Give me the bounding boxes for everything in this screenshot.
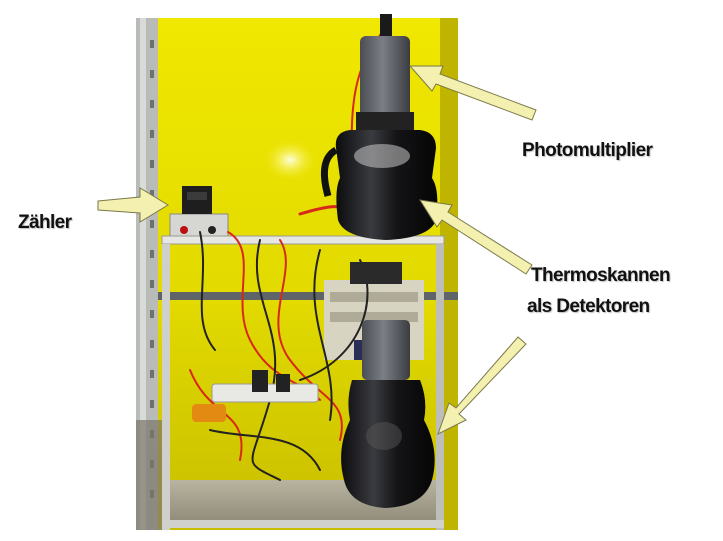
power-strip xyxy=(192,370,319,422)
photomultiplier-label: Photomultiplier xyxy=(522,140,653,161)
lower-photomultiplier xyxy=(350,262,410,380)
arrow-lower-detector xyxy=(437,336,527,436)
upper-photomultiplier xyxy=(356,14,414,134)
metal-rack xyxy=(136,18,166,530)
lower-thermos-flask xyxy=(341,380,435,508)
counter-label: Zähler xyxy=(18,212,72,233)
arrow-photomultiplier xyxy=(408,65,537,121)
grey-pipe xyxy=(158,292,458,300)
arrow-counter xyxy=(97,187,169,223)
detectors-label-line2: als Detektoren xyxy=(527,296,650,317)
upper-thermos-flask xyxy=(320,130,438,240)
detectors-label-line1: Thermoskannen xyxy=(531,265,671,286)
arrow-upper-detector xyxy=(418,199,533,275)
